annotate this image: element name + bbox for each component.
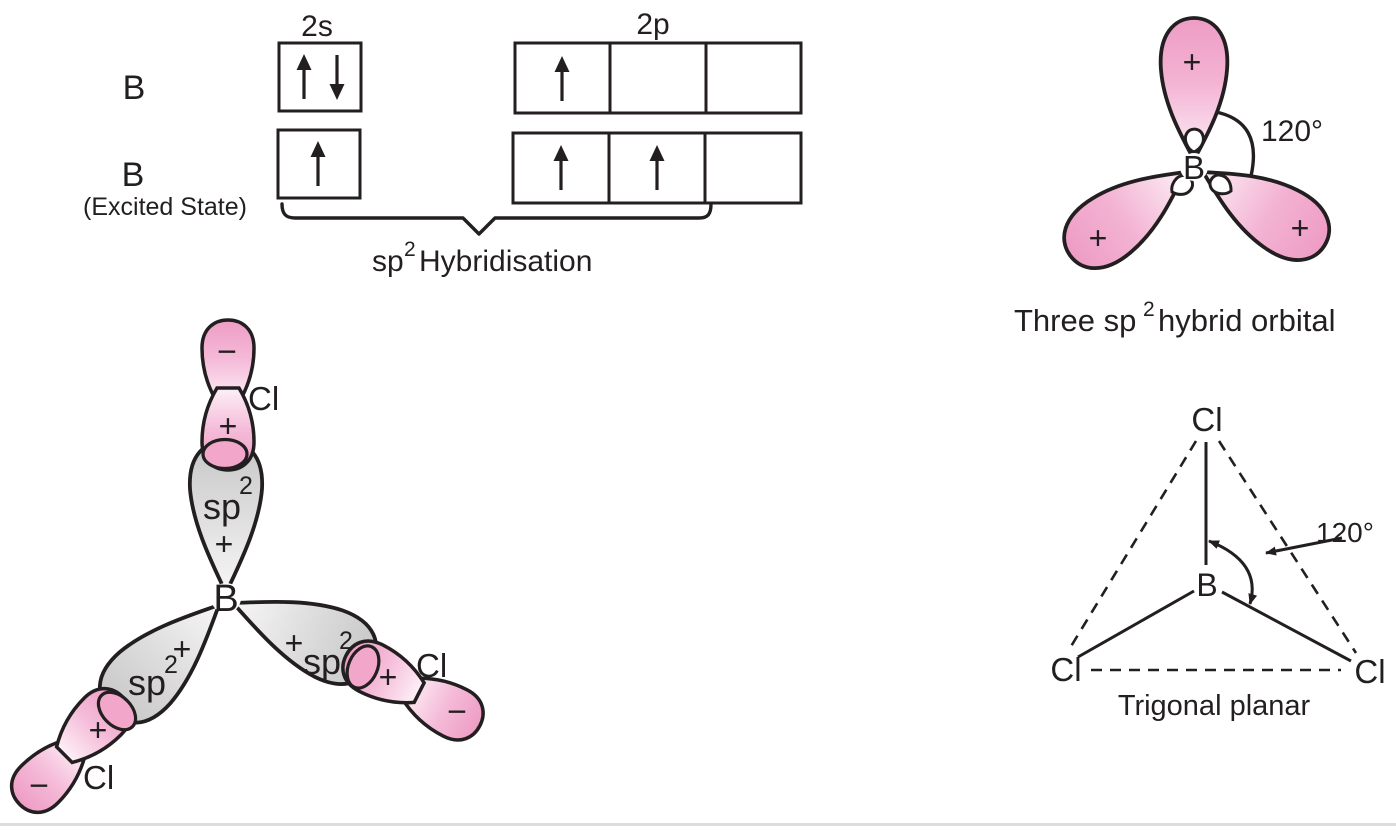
hybridisation-label-base: sp <box>372 245 404 278</box>
shell-2p-label: 2p <box>636 8 669 41</box>
sp2-label-sup: 2 <box>239 472 253 500</box>
plus-sign: + <box>173 631 192 667</box>
plus-sign: + <box>285 625 304 661</box>
boron-label: B <box>1183 149 1205 186</box>
excited-state-note: (Excited State) <box>83 193 247 221</box>
orbital-box-2p3-row1 <box>704 41 803 115</box>
sp2-label-sup: 2 <box>339 627 353 655</box>
electron-up-arrow <box>310 141 326 186</box>
sp2-label-sup: 2 <box>164 651 178 679</box>
plus-sign: + <box>219 408 238 444</box>
sp2-label-base: sp <box>128 662 166 703</box>
electron-up-arrow <box>296 54 312 99</box>
overlap-cap-left <box>96 690 138 732</box>
orbital-box-2p3-row2 <box>703 131 803 205</box>
trigonal-caption: Trigonal planar <box>1118 690 1311 722</box>
plus-sign: + <box>215 526 234 562</box>
orbital-box-2s-row2 <box>276 128 362 200</box>
boron-halo <box>1180 153 1208 181</box>
hybridisation-brace <box>280 202 713 236</box>
chlorine-label: Cl <box>416 647 447 684</box>
sp2-label-base: sp <box>303 641 341 682</box>
orbital-energy-diagram: 2s 2p B B (Excited State) <box>83 8 803 278</box>
overlap-cap-top <box>201 437 249 471</box>
dashed-edge-left <box>1068 440 1198 649</box>
dashed-edge-right <box>1217 440 1358 654</box>
electron-up-arrow <box>649 145 665 190</box>
overlap-cap-right <box>345 644 381 690</box>
bond-b-cl-left <box>1077 589 1195 659</box>
angle-arc <box>1215 110 1256 177</box>
plus-sign: + <box>1089 220 1108 256</box>
chlorine-label: Cl <box>1050 651 1081 688</box>
hybrid-caption-post: hybrid orbital <box>1158 303 1335 338</box>
plus-sign: + <box>1183 44 1202 80</box>
hybridisation-label-sup: 2 <box>404 238 416 261</box>
hybridisation-label: sp 2 Hybridisation <box>372 238 592 278</box>
chlorine-label: Cl <box>83 759 114 796</box>
electron-down-arrow <box>329 55 345 100</box>
minus-sign: − <box>217 333 237 371</box>
angle-arc-arrow <box>1208 539 1258 605</box>
element-symbol-ground: B <box>123 69 146 107</box>
electron-up-arrow <box>554 56 570 101</box>
trigonal-planar-diagram: 120° Cl Cl Cl B Trigonal planar <box>1050 401 1385 722</box>
hybrid-caption-pre: Three sp <box>1014 303 1136 338</box>
electron-up-arrow <box>553 145 569 190</box>
angle-label: 120° <box>1261 115 1323 148</box>
hybrid-caption-sup: 2 <box>1143 298 1155 321</box>
angle-pointer-arrow <box>1265 536 1343 556</box>
plus-sign: + <box>1291 210 1310 246</box>
boron-label: B <box>1196 567 1217 603</box>
plus-sign: + <box>379 659 398 695</box>
bond-b-cl-right <box>1221 590 1352 663</box>
boron-halo <box>211 583 241 613</box>
sp2-label-base: sp <box>203 486 241 527</box>
hybridisation-label-rest: Hybridisation <box>419 245 592 278</box>
hybrid-orbitals-diagram: 120° + + + B Three sp 2 hybrid orbital <box>1014 16 1344 338</box>
chlorine-label: Cl <box>248 380 279 417</box>
chlorine-label: Cl <box>1191 401 1222 438</box>
bcl3-overlap-diagram: − Cl + sp 2 + + sp 2 + − Cl + sp 2 + Cl … <box>0 318 494 825</box>
element-symbol-excited: B <box>122 156 145 194</box>
hybrid-caption: Three sp 2 hybrid orbital <box>1014 298 1335 338</box>
minus-sign: − <box>29 767 49 805</box>
chlorine-label: Cl <box>1354 653 1385 690</box>
shell-2s-label: 2s <box>301 10 333 43</box>
hybrid-lobe-lower-right <box>1183 141 1344 276</box>
boron-label: B <box>213 578 238 620</box>
orbital-box-2p2-row1 <box>608 41 708 115</box>
bottom-rule <box>0 823 1396 826</box>
plus-sign: + <box>89 712 108 748</box>
minus-sign: − <box>447 693 467 731</box>
angle-label: 120° <box>1316 517 1374 548</box>
orbital-box-2s-row1 <box>277 41 363 113</box>
